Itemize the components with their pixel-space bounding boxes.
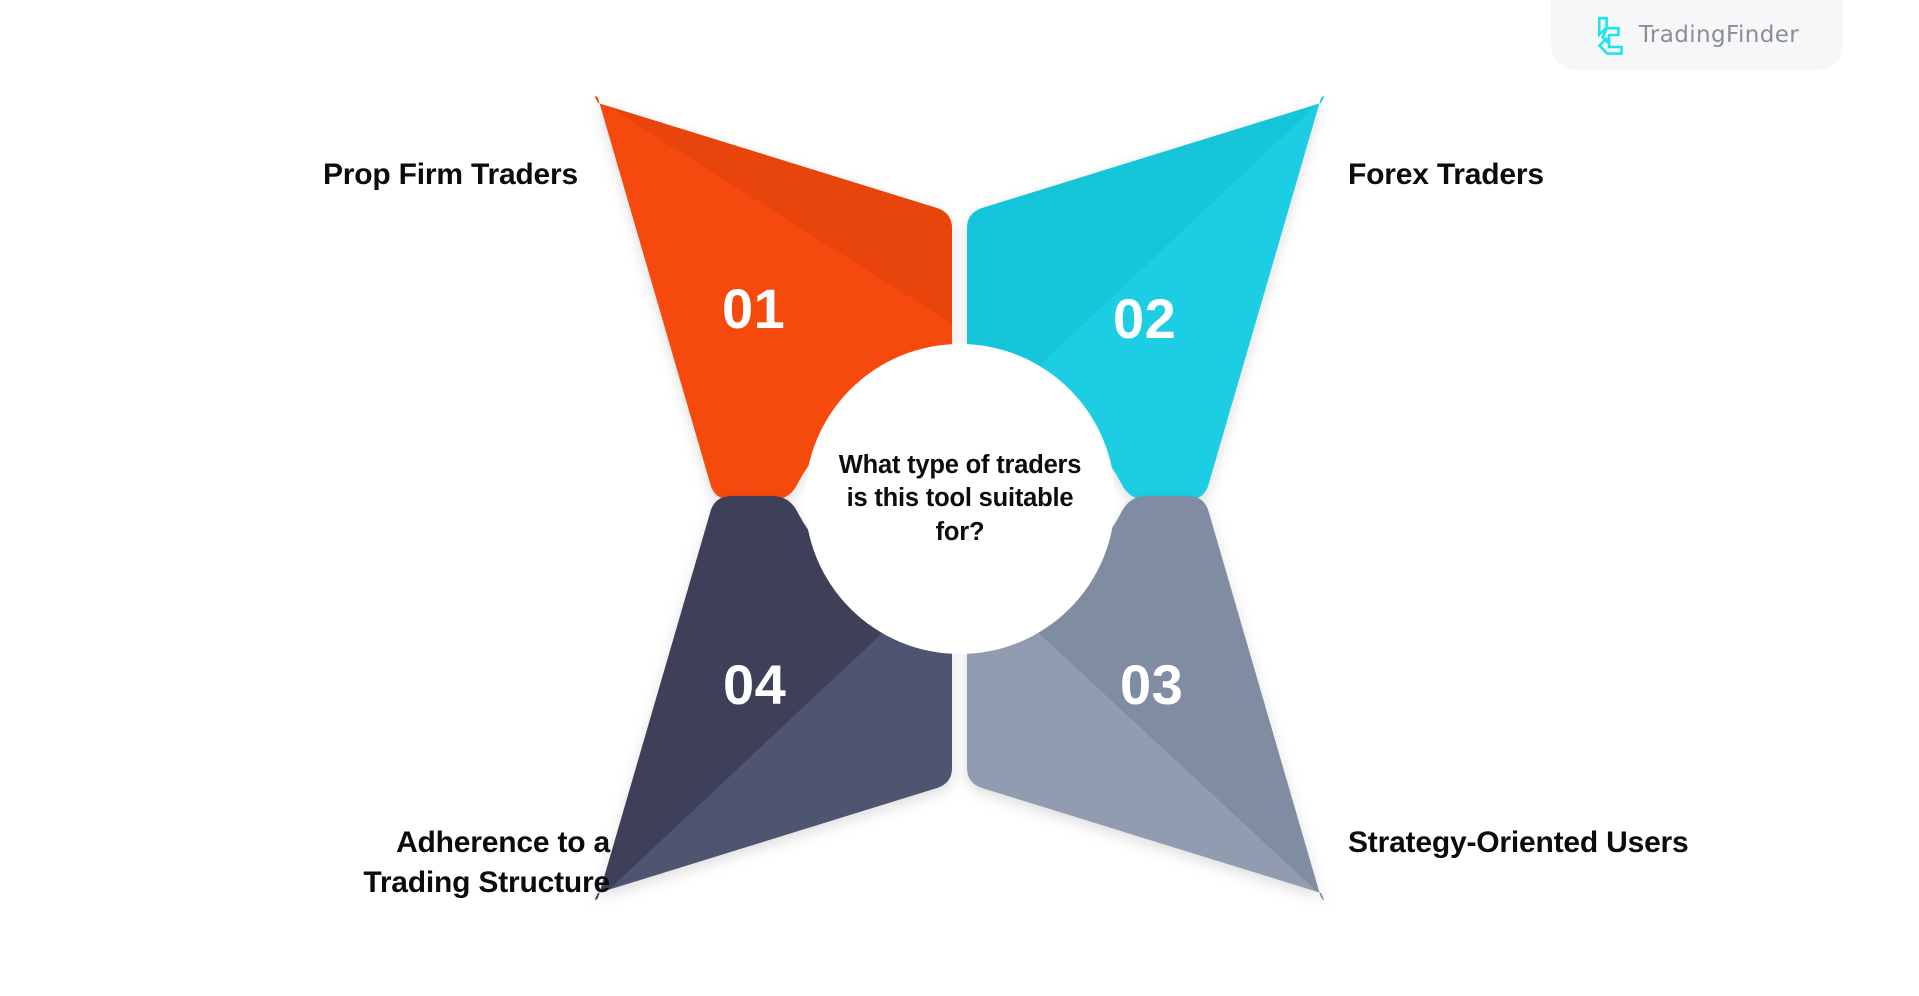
petal-03-number: 03: [1120, 653, 1184, 716]
petal-04-number: 04: [723, 653, 787, 716]
petal-03-label: Strategy-Oriented Users: [1348, 826, 1689, 859]
tradingfinder-logo-icon: [1595, 16, 1629, 55]
brand-name: TradingFinder: [1638, 22, 1800, 48]
center-question: What type of traders is this tool suitab…: [838, 451, 1082, 546]
petal-01-number: 01: [722, 277, 786, 340]
brand-logo: TradingFinder: [1551, 0, 1843, 70]
center-circle: What type of traders is this tool suitab…: [805, 344, 1115, 654]
petal-02-label: Forex Traders: [1348, 158, 1544, 191]
petal-04-label: Adherence to a Trading Structure: [363, 826, 610, 899]
petal-02-number: 02: [1113, 287, 1177, 350]
petal-01-label: Prop Firm Traders: [322, 158, 578, 191]
